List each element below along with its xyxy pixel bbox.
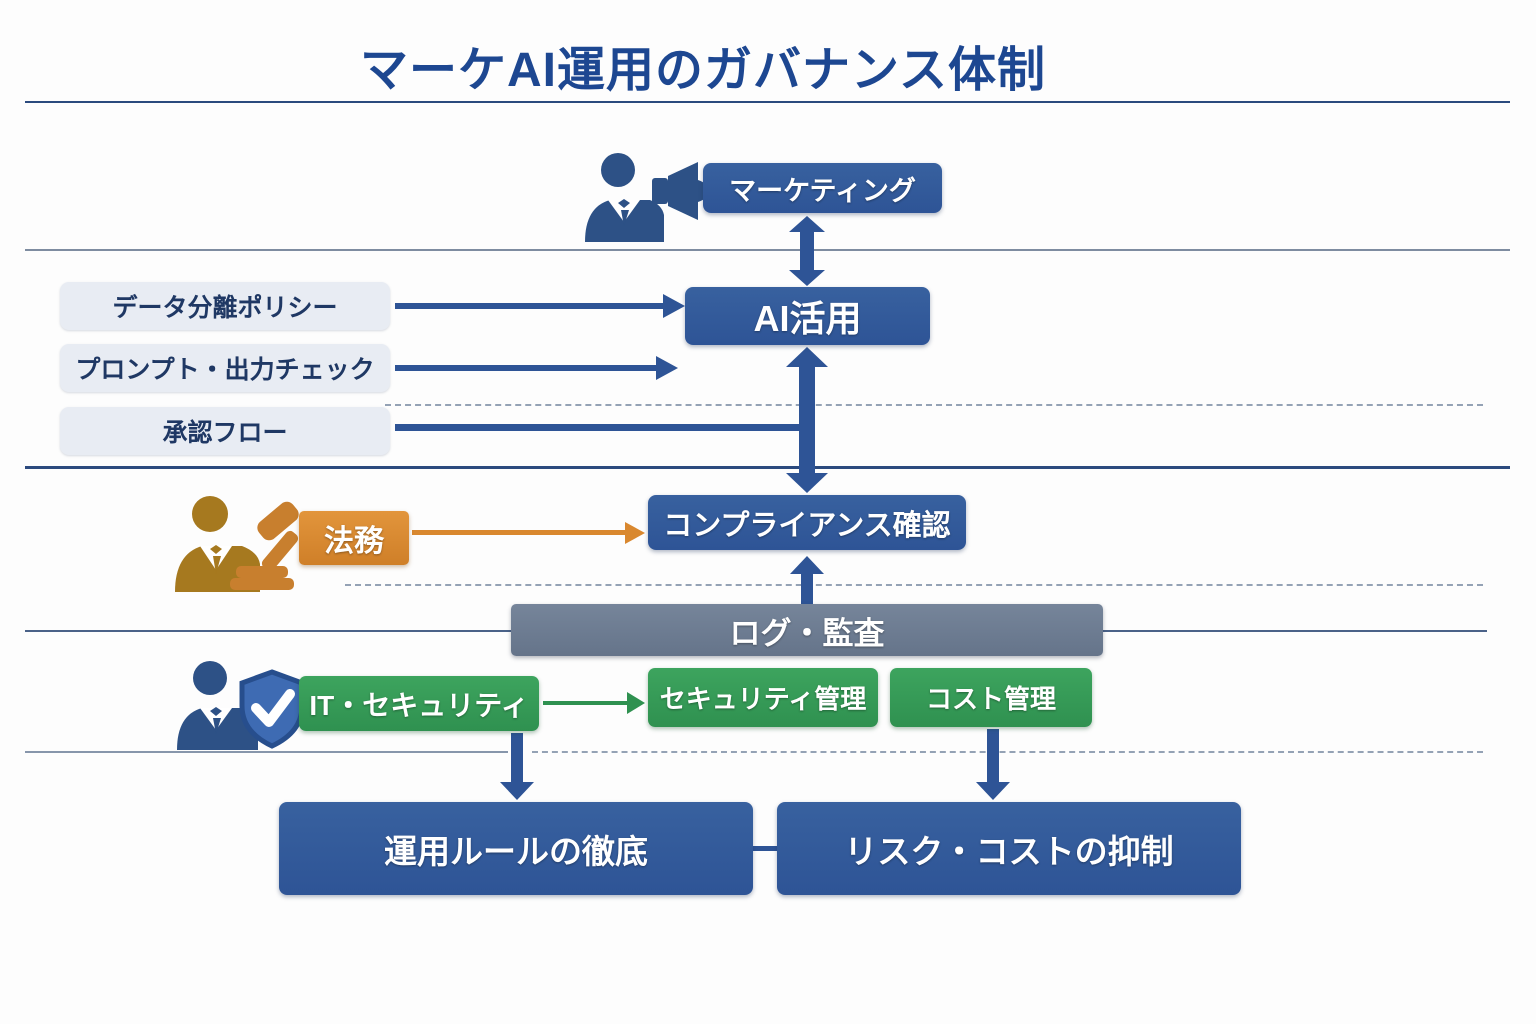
person-gavel-icon — [170, 492, 320, 592]
divider-row-4-solid — [25, 751, 508, 753]
divider-dashed-1 — [385, 404, 1483, 406]
arrow-it-to-ops-rules — [500, 733, 534, 800]
divider-dashed-2 — [345, 584, 1483, 586]
node-risk-cost-label: リスク・コストの抑制 — [844, 832, 1174, 870]
person-megaphone-icon — [580, 150, 710, 242]
node-it-security: IT・セキュリティ — [299, 676, 539, 731]
node-data-separation-policy-label: データ分離ポリシー — [112, 294, 338, 322]
divider-row-4-dashed — [532, 751, 1483, 753]
connector-ops-risk — [751, 846, 779, 851]
node-ops-rules: 運用ルールの徹底 — [279, 802, 753, 895]
node-approval-flow: 承認フロー — [60, 407, 390, 455]
arrow-cost-to-risk — [976, 729, 1010, 800]
node-ai-use: AI活用 — [685, 287, 930, 345]
node-cost-mgmt: コスト管理 — [890, 668, 1092, 727]
node-marketing: マーケティング — [703, 163, 942, 213]
page-title: マーケAI運用のガバナンス体制 — [359, 44, 1047, 97]
node-ai-use-label: AI活用 — [753, 298, 862, 339]
node-cost-mgmt-label: コスト管理 — [925, 684, 1056, 714]
person-shield-check-icon — [172, 658, 312, 750]
node-security-mgmt: セキュリティ管理 — [648, 668, 878, 727]
node-marketing-label: マーケティング — [729, 175, 916, 206]
node-it-security-label: IT・セキュリティ — [309, 689, 529, 721]
node-legal-label: 法務 — [324, 525, 384, 558]
node-compliance-label: コンプライアンス確認 — [663, 509, 951, 542]
node-approval-flow-label: 承認フロー — [162, 419, 288, 447]
arrow-ai-compliance — [786, 347, 828, 493]
connector-approval-to-ai — [395, 424, 814, 431]
node-log-audit: ログ・監査 — [511, 604, 1103, 656]
node-prompt-output-check: プロンプト・出力チェック — [60, 344, 390, 392]
node-data-separation-policy: データ分離ポリシー — [60, 282, 390, 330]
arrow-legal-to-compliance — [412, 522, 645, 544]
node-risk-cost: リスク・コストの抑制 — [777, 802, 1241, 895]
node-legal: 法務 — [299, 511, 409, 565]
divider-row-3 — [25, 466, 1510, 469]
arrow-log-to-compliance — [790, 556, 824, 604]
arrow-policy-to-ai — [395, 294, 685, 318]
divider-row-2 — [25, 249, 1510, 251]
node-log-audit-label: ログ・監査 — [729, 615, 885, 651]
arrow-marketing-ai — [789, 216, 825, 286]
node-prompt-output-check-label: プロンプト・出力チェック — [75, 356, 375, 384]
node-compliance: コンプライアンス確認 — [648, 495, 966, 550]
divider-under-title — [25, 101, 1510, 103]
node-security-mgmt-label: セキュリティ管理 — [659, 684, 867, 714]
node-ops-rules-label: 運用ルールの徹底 — [384, 832, 648, 870]
arrow-it-to-security-mgmt — [543, 692, 645, 714]
arrow-prompt-to-ai — [395, 356, 678, 380]
